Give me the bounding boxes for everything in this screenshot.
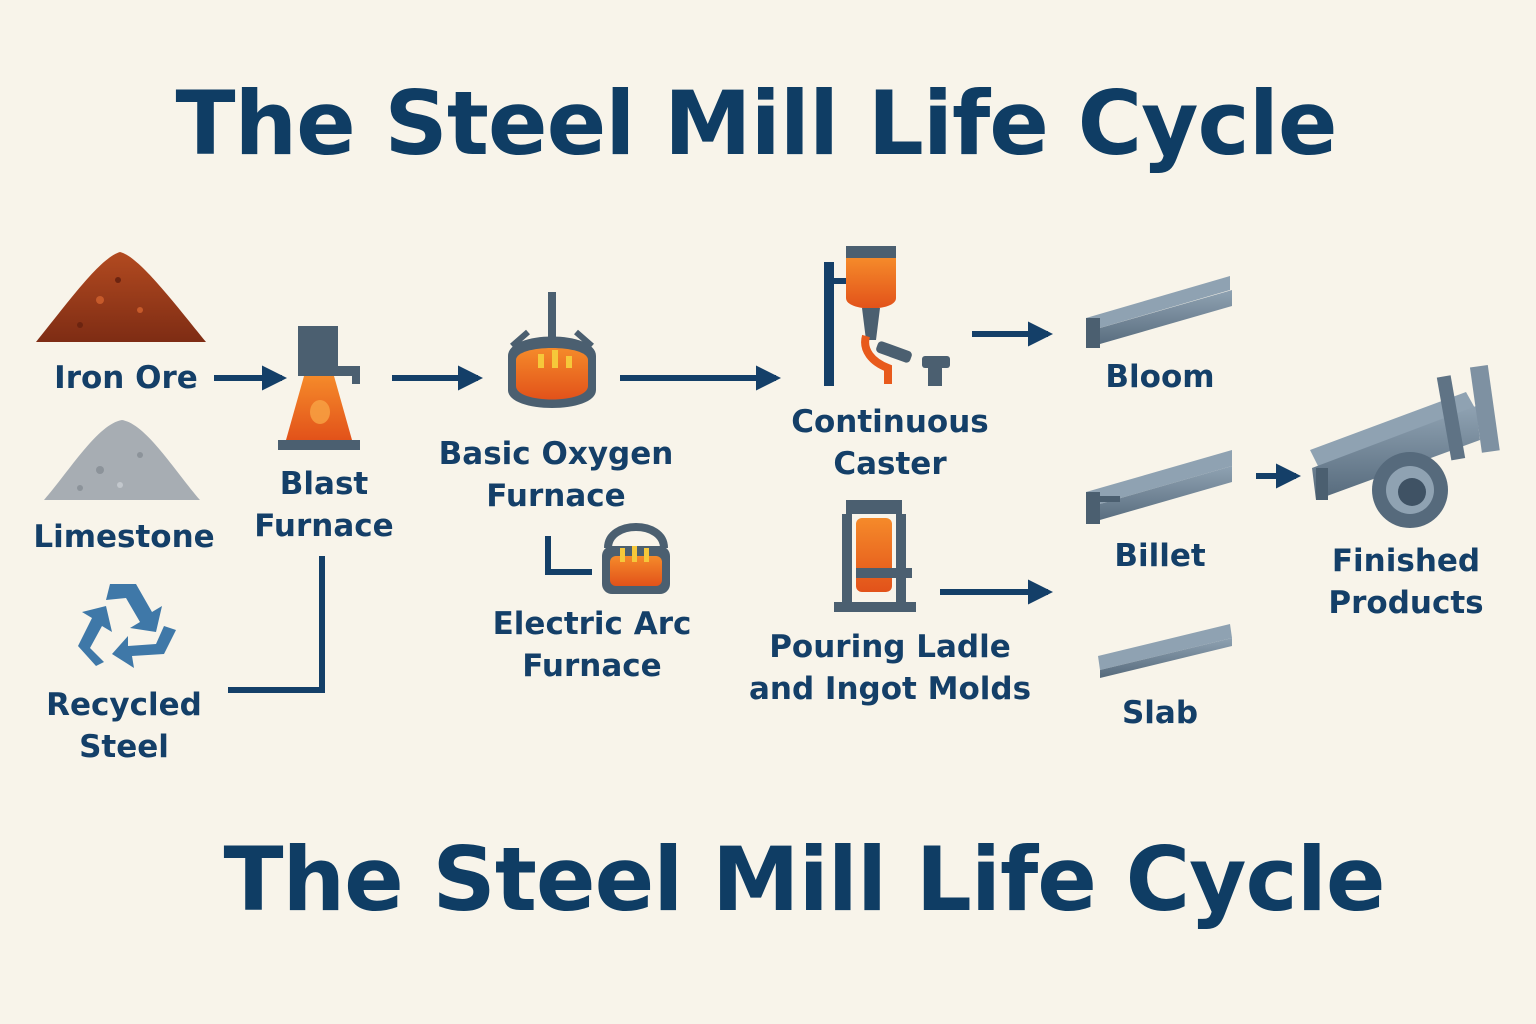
label-blast-furnace: Blast Furnace	[254, 463, 393, 547]
label-recycled-steel-line-2: Steel	[79, 729, 169, 765]
label-caster-line-1: Continuous	[791, 404, 989, 440]
label-finished-line-2: Products	[1328, 585, 1484, 621]
label-iron-ore: Iron Ore	[54, 360, 198, 396]
label-ladle-line-2: and Ingot Molds	[748, 671, 1032, 707]
label-bloom: Bloom	[1105, 359, 1215, 395]
basic-oxygen-furnace-icon	[508, 292, 596, 408]
label-billet: Billet	[1114, 538, 1206, 574]
label-recycled-steel: Recycled Steel	[46, 684, 202, 768]
label-blast-furnace-line-2: Furnace	[254, 508, 394, 544]
limestone-pile-icon	[44, 420, 200, 500]
slab-beam-icon	[1098, 624, 1232, 678]
bloom-beam-icon	[1086, 276, 1232, 348]
label-blast-furnace-line-1: Blast	[279, 466, 369, 502]
label-ladle-line-1: Pouring Ladle	[769, 629, 1011, 665]
blast-furnace-icon	[278, 326, 360, 450]
continuous-caster-icon	[824, 246, 950, 386]
finished-products-icon	[1310, 365, 1500, 528]
label-electric-arc-furnace: Electric Arc Furnace	[493, 603, 692, 687]
ingot-mold-icon	[834, 500, 916, 612]
label-bof-line-1: Basic Oxygen	[438, 436, 674, 472]
label-limestone: Limestone	[33, 519, 215, 555]
connector-recycled-to-blast	[228, 556, 325, 693]
iron-ore-pile-icon	[36, 252, 206, 342]
title-bottom: The Steel Mill Life Cycle	[223, 828, 1385, 931]
label-continuous-caster: Continuous Caster	[791, 401, 989, 485]
label-eaf-line-2: Furnace	[522, 648, 662, 684]
label-finished-products: Finished Products	[1328, 540, 1483, 624]
label-caster-line-2: Caster	[833, 446, 947, 482]
label-eaf-line-1: Electric Arc	[492, 606, 692, 642]
label-bof-line-2: Furnace	[486, 478, 626, 514]
title-top: The Steel Mill Life Cycle	[175, 72, 1337, 175]
electric-arc-furnace-icon	[545, 523, 670, 594]
label-basic-oxygen-furnace: Basic Oxygen Furnace	[439, 433, 674, 517]
flow-arrows	[214, 321, 1302, 693]
label-finished-line-1: Finished	[1331, 543, 1481, 579]
label-pouring-ladle: Pouring Ladle and Ingot Molds	[749, 626, 1031, 710]
label-recycled-steel-line-1: Recycled	[46, 687, 202, 723]
label-slab: Slab	[1121, 695, 1199, 731]
billet-beam-icon	[1086, 450, 1232, 524]
recycle-icon	[78, 584, 176, 668]
